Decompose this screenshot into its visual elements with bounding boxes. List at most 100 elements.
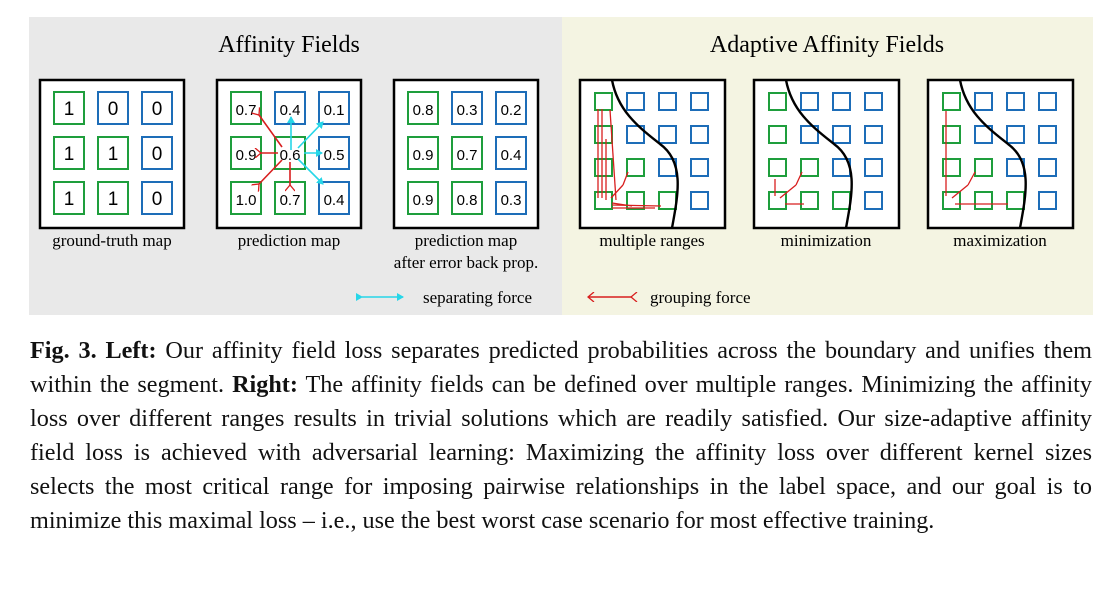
caption-left-label: Left: [105, 337, 157, 364]
grouping-forces [259, 115, 290, 185]
cell-value: 0.6 [280, 147, 301, 164]
map-cell [407, 181, 439, 215]
cell-value: 0.7 [280, 192, 301, 209]
caption-right-label: Right: [232, 371, 298, 398]
map-cell [230, 91, 262, 125]
map-cell [1038, 158, 1057, 177]
left-panel-title: Affinity Fields [218, 32, 360, 58]
map-cell [626, 125, 645, 144]
cell-value: 0.2 [501, 102, 522, 119]
map-cell [800, 125, 819, 144]
boundary-curve-multiple-ranges [610, 79, 679, 229]
map-cell [832, 92, 851, 111]
map-cell [141, 181, 173, 215]
map-cell [974, 191, 993, 210]
map-cell [53, 181, 85, 215]
map-cell [495, 181, 527, 215]
map-cell [407, 136, 439, 170]
map-cell [1038, 92, 1057, 111]
cell-value: 0.3 [457, 102, 478, 119]
legend: separating force grouping force [356, 288, 751, 307]
map-cell [318, 181, 350, 215]
map-cell [864, 158, 883, 177]
map-cell [594, 158, 613, 177]
cell-value: 1.0 [236, 192, 257, 209]
map-cell [690, 191, 709, 210]
map-cell [451, 181, 483, 215]
map-cell [97, 136, 129, 170]
map-cell [768, 92, 787, 111]
minimization-frame [752, 78, 901, 230]
boundary-curve-maximization [958, 79, 1027, 229]
map-cell [864, 125, 883, 144]
cell-value: 0.7 [457, 147, 478, 164]
cell-value: 0 [152, 144, 163, 165]
map-cell [97, 91, 129, 125]
map-cell [407, 91, 439, 125]
map-cell [53, 91, 85, 125]
map-cell [974, 125, 993, 144]
caption-left-text: Our affinity field loss separates predic… [30, 337, 1092, 398]
boundary-curves [610, 79, 1027, 229]
caption-figure-label: Fig. 3. [30, 337, 97, 364]
map-cell [768, 158, 787, 177]
map-label: after error back prop. [394, 253, 538, 272]
right-map-cells [594, 92, 1057, 210]
map-label: prediction map [238, 231, 340, 250]
map-label: ground-truth map [52, 231, 171, 250]
map-cell [318, 136, 350, 170]
map-cell [626, 158, 645, 177]
map-cell [690, 92, 709, 111]
map-label: minimization [781, 231, 872, 250]
map-cell [864, 92, 883, 111]
map-cell [690, 158, 709, 177]
separating-force-label: separating force [423, 288, 532, 307]
map-cell [1006, 92, 1025, 111]
map-cell [942, 92, 961, 111]
map-cell [974, 92, 993, 111]
cell-value: 0.8 [457, 192, 478, 209]
right-panel-title: Adaptive Affinity Fields [710, 32, 944, 58]
map-cell [974, 158, 993, 177]
range-connections-multiple [597, 109, 662, 209]
map-cell [594, 92, 613, 111]
map-cell [658, 125, 677, 144]
map-cell [141, 91, 173, 125]
cell-value: 0 [108, 99, 119, 120]
separating-forces [287, 116, 324, 185]
cell-value: 0.4 [280, 102, 301, 119]
map-cell [451, 91, 483, 125]
cell-value: 0 [152, 99, 163, 120]
map-cell [800, 158, 819, 177]
map-cell [864, 191, 883, 210]
map-cell [942, 158, 961, 177]
map-cell [768, 125, 787, 144]
map-cell [451, 136, 483, 170]
figure-diagram: Affinity Fields Adaptive Affinity Fields… [29, 17, 1093, 315]
cell-value: 1 [108, 189, 119, 210]
map-cell [800, 92, 819, 111]
map-cell [690, 125, 709, 144]
cell-value: 0.1 [324, 102, 345, 119]
map-cell [942, 191, 961, 210]
map-cell [1038, 125, 1057, 144]
map-label: multiple ranges [599, 231, 704, 250]
cell-value: 0.9 [413, 147, 434, 164]
boundary-curve-minimization [784, 79, 853, 229]
cell-value: 0 [152, 189, 163, 210]
cell-value: 0.9 [413, 192, 434, 209]
cell-value: 0.4 [501, 147, 522, 164]
grouping-force-label: grouping force [650, 288, 751, 307]
map-cell [141, 136, 173, 170]
cell-value: 0.8 [413, 102, 434, 119]
map-cell [495, 136, 527, 170]
map-cell [1038, 191, 1057, 210]
multiple-ranges-frame [578, 78, 727, 230]
map-cell [1006, 125, 1025, 144]
caption-right-text: The affinity fields can be defined over … [30, 371, 1092, 534]
cell-value: 1 [64, 144, 75, 165]
range-connections-minimization [774, 171, 804, 205]
map-cell [800, 191, 819, 210]
